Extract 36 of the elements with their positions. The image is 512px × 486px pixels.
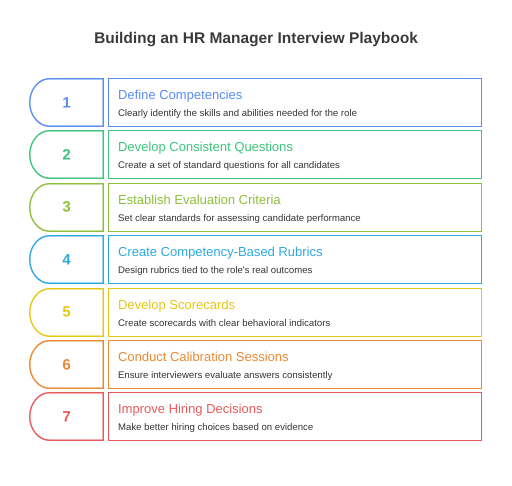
step-box	[108, 182, 482, 232]
step-description: Ensure interviewers evaluate answers consistently	[118, 370, 332, 381]
number-tab	[29, 288, 104, 337]
step-description: Set clear standards for assessing candidate performance	[118, 212, 361, 224]
step-box	[108, 130, 482, 180]
step-number: 4	[61, 251, 72, 268]
step-box	[108, 392, 482, 442]
step-description: Make better hiring choices based on evidence	[118, 422, 314, 434]
step-number: 5	[61, 304, 72, 321]
step-number: 2	[61, 146, 72, 164]
step-number: 7	[61, 408, 72, 426]
step-box	[108, 340, 482, 389]
step-description: Create a set of standard questions for all candidates	[118, 160, 340, 172]
step-heading: Conduct Calibration Sessions	[118, 349, 289, 364]
step-heading: Define Competencies	[118, 87, 242, 102]
number-tab	[29, 130, 104, 180]
step-box	[108, 235, 482, 284]
number-tab	[29, 235, 104, 284]
number-tab	[29, 78, 104, 127]
step-number: 6	[61, 356, 72, 373]
step-box	[108, 288, 482, 337]
step-heading: Create Competency-Based Rubrics	[118, 244, 322, 260]
step-heading: Develop Scorecards	[118, 296, 236, 312]
diagram-title: Building an HR Manager Interview Playbook	[93, 30, 419, 48]
step-number: 3	[61, 198, 72, 216]
step-box	[108, 78, 482, 127]
number-tab	[29, 182, 104, 232]
step-number: 1	[61, 94, 72, 111]
step-description: Create scorecards with clear behavioral indicators	[118, 318, 330, 329]
step-heading: Develop Consistent Questions	[118, 139, 293, 154]
step-description: Design rubrics tied to the role's real outcomes	[118, 265, 312, 276]
number-tab	[29, 392, 104, 442]
step-heading: Improve Hiring Decisions	[118, 401, 262, 416]
number-tab	[29, 340, 104, 389]
step-description: Clearly identify the skills and abilities needed for the role	[118, 108, 357, 119]
step-heading: Establish Evaluation Criteria	[118, 192, 281, 207]
